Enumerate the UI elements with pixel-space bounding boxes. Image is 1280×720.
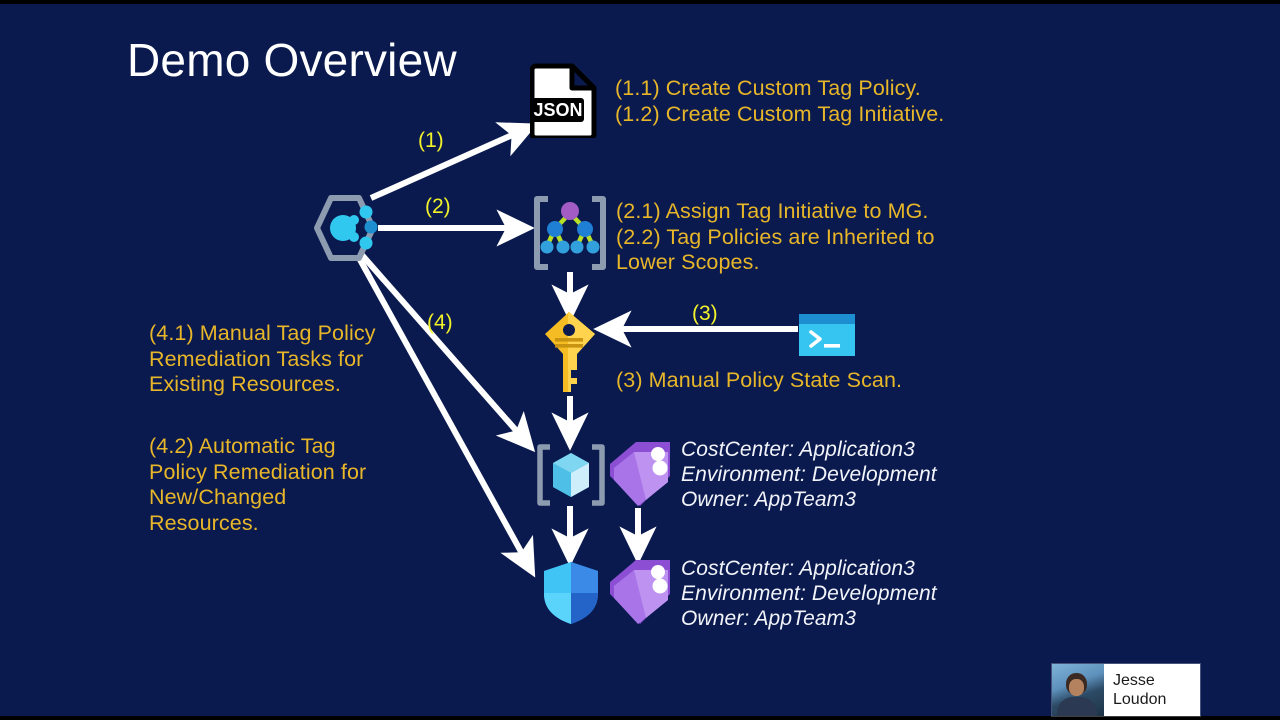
tag-values-upper: CostCenter: Application3 Environment: De… — [681, 438, 937, 511]
json-file-icon: JSON — [529, 62, 600, 141]
presenter-avatar — [1052, 664, 1104, 716]
tag-values-lower: CostCenter: Application3 Environment: De… — [681, 557, 937, 630]
callout-policy-scan: (3) Manual Policy State Scan. — [616, 368, 903, 392]
callout-json-policy: (1.1) Create Custom Tag Policy. (1.2) Cr… — [615, 76, 945, 126]
tags-icon-lower — [608, 558, 674, 626]
bottom-letterbox-bar — [0, 716, 1280, 720]
step-label-4: (4) — [427, 311, 453, 334]
callout-management-group: (2.1) Assign Tag Initiative to MG. (2.2)… — [616, 199, 935, 274]
json-label: JSON — [533, 100, 582, 120]
defender-shield-icon — [542, 560, 600, 626]
cloud-shell-icon — [799, 314, 855, 356]
presenter-name: Jesse Loudon — [1113, 672, 1167, 708]
step-label-2: (2) — [425, 195, 451, 218]
callout-remediation-automatic: (4.2) Automatic Tag Policy Remediation f… — [149, 434, 367, 535]
step-label-3: (3) — [692, 302, 718, 325]
top-letterbox-bar — [0, 0, 1280, 4]
management-group-icon — [531, 196, 609, 270]
tags-icon-upper — [608, 440, 674, 508]
presenter-name-card: Jesse Loudon — [1052, 664, 1200, 716]
step-label-1: (1) — [418, 129, 444, 152]
key-icon — [541, 310, 601, 396]
page-title: Demo Overview — [127, 34, 457, 86]
resource-group-icon — [536, 444, 606, 506]
azure-policy-icon — [307, 194, 383, 266]
callout-remediation-manual: (4.1) Manual Tag Policy Remediation Task… — [149, 321, 376, 396]
arrow-policy-to-json — [369, 122, 538, 201]
